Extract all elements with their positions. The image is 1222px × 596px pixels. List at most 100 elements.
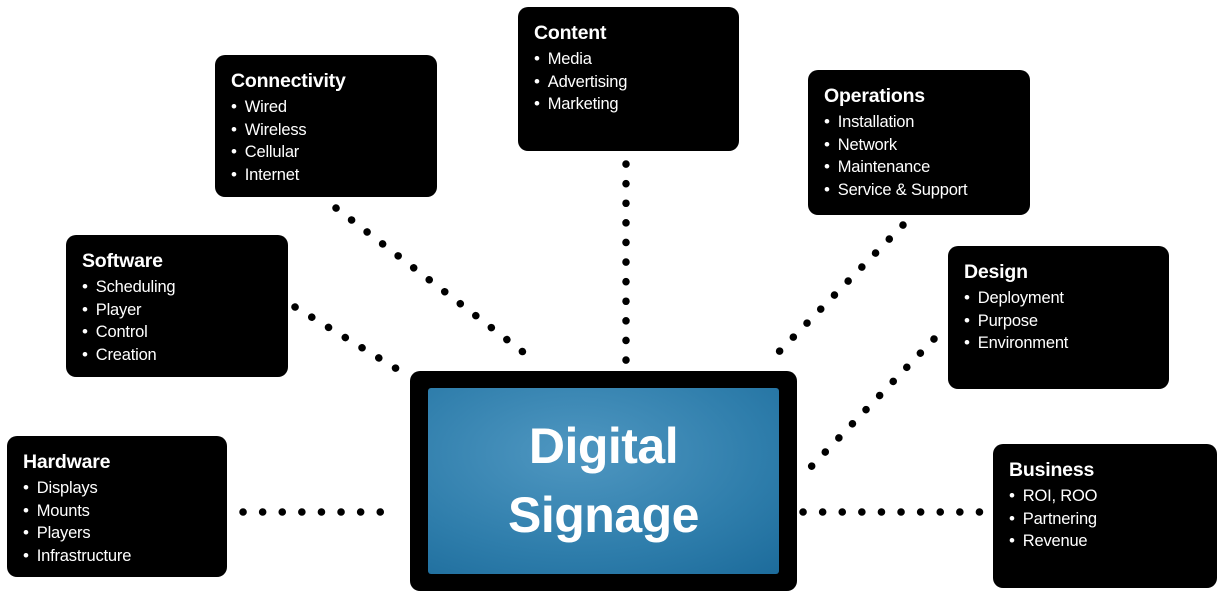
bullet-icon: • (824, 112, 830, 131)
node-title: Connectivity (231, 70, 346, 92)
bullet-icon: • (824, 134, 830, 154)
list-item: • Deployment (964, 287, 1155, 310)
node-item-list: • Wired • Wireless • Cellular • Internet (231, 96, 423, 186)
list-item: • Control (82, 321, 274, 344)
list-item-label: Control (95, 323, 148, 341)
bullet-icon: • (964, 288, 970, 307)
list-item: • Maintenance (824, 156, 1016, 179)
bullet-icon: • (964, 333, 970, 352)
list-item: • Environment (964, 332, 1155, 355)
list-item-label: Players (36, 524, 91, 542)
bullet-icon: • (824, 179, 830, 199)
node-title: Content (534, 22, 607, 44)
node-operations: Operations • Installation • Network • Mainten… (808, 70, 1030, 215)
list-item: • Network (824, 134, 1016, 157)
bullet-icon: • (1009, 508, 1015, 528)
bullet-icon: • (23, 523, 29, 542)
node-item-list: • Media • Advertising •Marketing (534, 48, 725, 116)
list-item: • Wireless (231, 119, 423, 142)
node-title: Operations (824, 85, 925, 107)
node-title: Software (82, 250, 163, 272)
list-item: • Players (23, 522, 213, 545)
list-item-label: Maintenance (837, 158, 931, 176)
bullet-icon: • (1009, 531, 1015, 550)
node-item-list: • Deployment • Purpose • Environment (964, 287, 1155, 355)
list-item: • Installation (824, 111, 1016, 134)
list-item: •Creation (82, 344, 274, 367)
list-item: • Player (82, 299, 274, 322)
list-item: • Wired (231, 96, 423, 119)
list-item-label: Advertising (547, 72, 628, 91)
list-item-label: Revenue (1022, 532, 1088, 550)
list-item: • Scheduling (82, 276, 274, 299)
bullet-icon: • (824, 157, 830, 176)
node-item-list: • Installation • Network • Maintenance • Servic… (824, 111, 1016, 201)
node-title: Hardware (23, 451, 111, 473)
bullet-icon: • (23, 478, 29, 497)
bullet-icon: • (23, 500, 29, 520)
connector-operations (764, 221, 907, 367)
list-item-label: Service & Support (837, 180, 968, 199)
list-item-label: Media (547, 50, 592, 68)
list-item-label: Internet (244, 165, 300, 184)
list-item-label: Wired (244, 98, 287, 116)
bullet-icon: • (1009, 486, 1015, 505)
list-item-label: Marketing (547, 95, 619, 113)
node-hardware: Hardware • Displays • Mounts • Players • Infras… (7, 436, 227, 577)
bullet-icon: • (231, 119, 237, 139)
node-item-list: • Displays • Mounts • Players • Infrastructure (23, 477, 213, 567)
list-item-label: Partnering (1022, 509, 1097, 528)
node-item-list: • Scheduling • Player • Control •Creation (82, 276, 274, 366)
list-item: • Internet (231, 164, 423, 187)
bullet-icon: • (82, 344, 88, 364)
node-title: Design (964, 261, 1028, 283)
bullet-icon: • (82, 322, 88, 341)
bullet-icon: • (231, 164, 237, 184)
bullet-icon: • (231, 142, 237, 161)
node-business: Business • ROI, ROO • Partnering • Revenue (993, 444, 1217, 588)
node-design: Design • Deployment • Purpose • Environment (948, 246, 1169, 389)
center-label-line1: Digital (528, 418, 679, 474)
bullet-icon: • (964, 310, 970, 330)
bullet-icon: • (82, 277, 88, 296)
list-item-label: Player (95, 300, 142, 319)
bullet-icon: • (82, 299, 88, 319)
bullet-icon: • (534, 49, 540, 68)
list-item: • Advertising (534, 71, 725, 94)
list-item: • Purpose (964, 310, 1155, 333)
list-item-label: Environment (977, 334, 1069, 352)
list-item-label: Wireless (244, 120, 307, 139)
bullet-icon: • (23, 545, 29, 565)
list-item: • Service & Support (824, 179, 1016, 202)
list-item: • Partnering (1009, 508, 1203, 531)
list-item-label: Purpose (977, 311, 1038, 330)
node-title: Business (1009, 459, 1095, 481)
node-software: Software • Scheduling • Player • Control •Crea… (66, 235, 288, 377)
list-item-label: Installation (837, 113, 915, 131)
connector-software (291, 303, 401, 373)
list-item-label: Scheduling (95, 278, 176, 296)
list-item-label: Deployment (977, 289, 1064, 307)
digital-signage-monitor: Digital Signage (410, 371, 797, 591)
list-item-label: Displays (36, 479, 98, 497)
list-item-label: ROI, ROO (1022, 487, 1098, 505)
list-item: • Mounts (23, 500, 213, 523)
list-item: •Marketing (534, 93, 725, 116)
list-item: • Revenue (1009, 530, 1203, 553)
node-content: Content • Media • Advertising •Marketing (518, 7, 739, 151)
list-item-label: Infrastructure (36, 546, 132, 565)
connector-connectivity (332, 204, 540, 366)
node-item-list: • ROI, ROO • Partnering • Revenue (1009, 485, 1203, 553)
bullet-icon: • (534, 71, 540, 91)
monitor-screen: Digital Signage (428, 388, 779, 574)
list-item: • ROI, ROO (1009, 485, 1203, 508)
list-item-label: Cellular (244, 143, 300, 161)
center-label-line2: Signage (508, 487, 699, 543)
list-item: • Cellular (231, 141, 423, 164)
node-connectivity: Connectivity • Wired • Wireless • Cellular • In… (215, 55, 437, 197)
bullet-icon: • (231, 97, 237, 116)
list-item-label: Mounts (36, 501, 90, 520)
list-item-label: Network (837, 135, 897, 154)
